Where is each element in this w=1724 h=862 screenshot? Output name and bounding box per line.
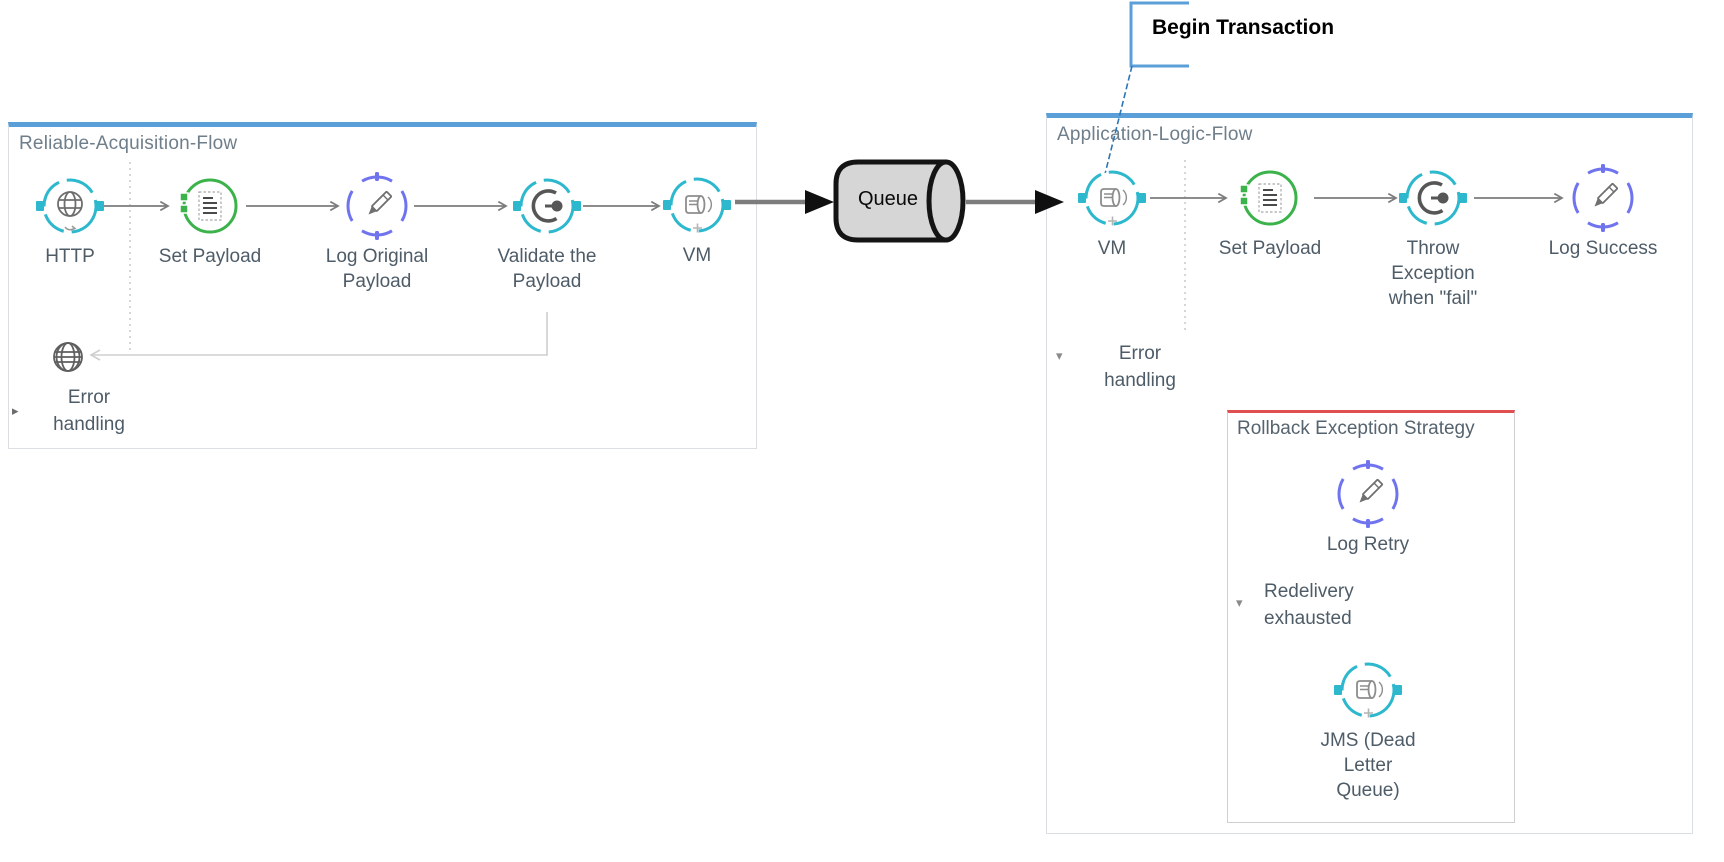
begin-transaction-label: Begin Transaction xyxy=(1152,16,1335,39)
vm-queue-icon xyxy=(1078,170,1146,226)
node-label: Set Payload xyxy=(158,246,262,267)
node-set-payload-right[interactable]: Set Payload xyxy=(1202,164,1338,261)
node-validate-payload[interactable]: Validate the Payload xyxy=(479,172,615,294)
logger-pencil-icon xyxy=(1337,460,1399,528)
node-set-payload-left[interactable]: Set Payload xyxy=(142,172,278,269)
node-label: HTTP xyxy=(45,246,95,267)
node-label: JMS (Dead Letter Queue) xyxy=(1320,730,1416,801)
node-label: VM xyxy=(682,245,712,266)
globe-connector-icon xyxy=(36,178,104,234)
node-log-original-payload[interactable]: Log Original Payload xyxy=(309,172,445,294)
node-http[interactable]: HTTP xyxy=(2,172,138,269)
right-error-handling-label: Error handling xyxy=(1104,343,1176,391)
jms-queue-icon xyxy=(1334,662,1402,718)
node-vm-right[interactable]: VM xyxy=(1044,164,1180,261)
node-log-retry[interactable]: Log Retry xyxy=(1300,460,1436,557)
rollback-exception-strategy-container[interactable]: Rollback Exception Strategy xyxy=(1227,410,1515,823)
node-label: Log Original Payload xyxy=(325,246,429,292)
queue-cylinder[interactable] xyxy=(833,159,966,243)
logger-pencil-icon xyxy=(346,172,408,240)
right-error-handling-expand-marker[interactable]: ▾ xyxy=(1056,348,1063,363)
node-label: Throw Exception when "fail" xyxy=(1388,238,1478,309)
node-jms-dead-letter-queue[interactable]: JMS (Dead Letter Queue) xyxy=(1300,656,1436,803)
redelivery-exhausted-label: Redelivery exhausted xyxy=(1264,581,1354,629)
node-label: VM xyxy=(1097,238,1127,259)
left-error-handling-label: Error handling xyxy=(53,387,125,435)
node-vm-left[interactable]: VM xyxy=(629,171,765,268)
vm-queue-icon xyxy=(663,177,731,233)
error-handling-globe-icon[interactable] xyxy=(51,340,85,374)
node-label: Log Retry xyxy=(1326,534,1410,555)
validate-icon xyxy=(513,178,581,234)
right-flow-title: Application-Logic-Flow xyxy=(1057,124,1253,145)
node-throw-exception[interactable]: Throw Exception when "fail" xyxy=(1365,164,1501,311)
node-log-success[interactable]: Log Success xyxy=(1535,164,1671,261)
rollback-title: Rollback Exception Strategy xyxy=(1237,418,1475,439)
node-label: Validate the Payload xyxy=(497,246,597,292)
throw-exception-icon xyxy=(1399,170,1467,226)
node-label: Log Success xyxy=(1548,238,1658,259)
left-error-handling-collapse-marker[interactable]: ▸ xyxy=(12,403,19,418)
left-flow-title: Reliable-Acquisition-Flow xyxy=(19,133,238,154)
logger-pencil-icon xyxy=(1572,164,1634,232)
set-payload-icon xyxy=(179,178,238,234)
set-payload-icon xyxy=(1239,170,1298,226)
queue-label: Queue xyxy=(857,188,919,210)
redelivery-expand-marker[interactable]: ▾ xyxy=(1236,595,1243,610)
node-label: Set Payload xyxy=(1218,238,1322,259)
